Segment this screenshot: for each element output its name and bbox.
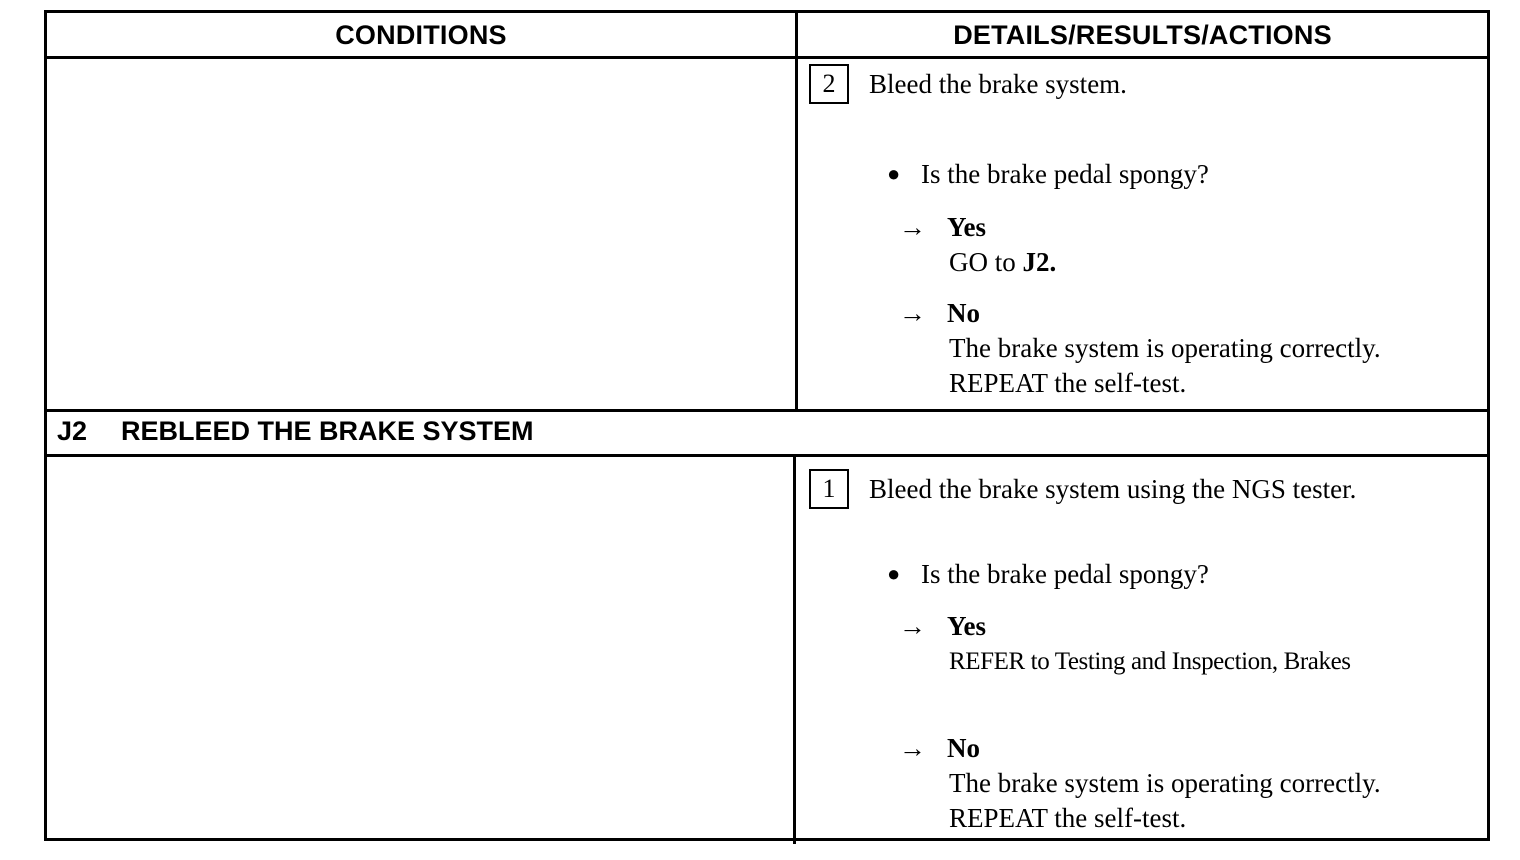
answer-yes-detail: REFER to Testing and Inspection, Brakes xyxy=(949,648,1351,675)
arrow-right-icon: → xyxy=(899,298,926,328)
question: ● Is the brake pedal spongy? xyxy=(887,559,1209,590)
answer-no-line1: The brake system is operating correctly. xyxy=(949,333,1381,363)
section-divider-bottom xyxy=(47,454,1487,457)
arrow-right-icon: → xyxy=(899,611,926,641)
arrow-right-icon: → xyxy=(899,212,926,242)
answer-yes-label: Yes xyxy=(947,212,986,242)
column-divider-upper xyxy=(795,13,798,409)
goto-reference: J2. xyxy=(1022,247,1057,277)
section-id: J2 xyxy=(57,415,88,446)
details-header: DETAILS/RESULTS/ACTIONS xyxy=(953,19,1332,50)
header-divider xyxy=(47,56,1487,59)
column-divider-lower xyxy=(793,454,796,844)
answer-no-detail: The brake system is operating correctly.… xyxy=(949,766,1381,836)
answer-no-label: No xyxy=(947,298,980,328)
answer-no-line2: REPEAT the self-test. xyxy=(949,803,1187,833)
step-text: Bleed the brake system using the NGS tes… xyxy=(869,474,1357,504)
bullet-icon: ● xyxy=(887,561,901,586)
diagnostic-table: CONDITIONS DETAILS/RESULTS/ACTIONS 2 Ble… xyxy=(44,10,1490,844)
arrow-right-icon: → xyxy=(899,733,926,763)
section-divider-top xyxy=(47,409,1487,412)
answer-no-detail: The brake system is operating correctly.… xyxy=(949,331,1381,401)
answer-yes-label: Yes xyxy=(947,611,986,641)
question: ● Is the brake pedal spongy? xyxy=(887,159,1209,190)
answer-no-line1: The brake system is operating correctly. xyxy=(949,768,1381,798)
step-number-box: 1 xyxy=(809,469,849,509)
bullet-icon: ● xyxy=(887,161,901,186)
answer-no-line2: REPEAT the self-test. xyxy=(949,368,1187,398)
step-number-box: 2 xyxy=(809,64,849,104)
question-text: Is the brake pedal spongy? xyxy=(921,559,1209,589)
answer-yes-detail: GO to J2. xyxy=(949,245,1056,280)
section-title: REBLEED THE BRAKE SYSTEM xyxy=(121,415,534,446)
question-text: Is the brake pedal spongy? xyxy=(921,159,1209,189)
section-header: J2 REBLEED THE BRAKE SYSTEM xyxy=(57,411,534,451)
answer-no-label: No xyxy=(947,733,980,763)
goto-text: GO to xyxy=(949,247,1023,277)
conditions-header: CONDITIONS xyxy=(335,19,507,50)
step-text: Bleed the brake system. xyxy=(869,69,1127,99)
